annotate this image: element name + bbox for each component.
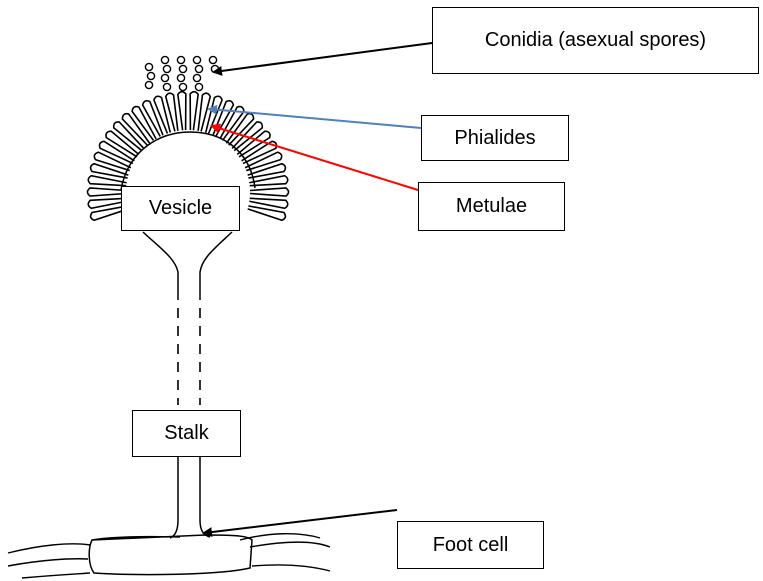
substrate-hyphae — [8, 534, 330, 578]
conidium — [177, 74, 184, 81]
phialide-loop — [248, 206, 286, 220]
foot-cell-label-text: Foot cell — [433, 534, 509, 557]
stalk-upper — [143, 232, 232, 300]
vesicle-label: Vesicle — [121, 186, 240, 231]
vesicle-label-text: Vesicle — [149, 197, 212, 220]
conidia-arrow — [214, 43, 432, 72]
conidium — [145, 63, 152, 70]
stalk-lower — [170, 456, 210, 538]
conidium — [161, 74, 168, 81]
conidium — [195, 65, 202, 72]
conidium — [161, 56, 168, 63]
stalk-dashed — [178, 308, 200, 405]
conidium — [195, 83, 202, 90]
phialide-loop — [250, 188, 289, 196]
phialides-label: Phialides — [421, 115, 569, 161]
conidium — [163, 65, 170, 72]
conidia-label: Conidia (asexual spores) — [432, 7, 759, 74]
phialide-loop — [248, 164, 286, 178]
conidia-chains — [145, 56, 218, 90]
phialide-loop — [91, 164, 129, 178]
metulae-label-text: Metulae — [456, 195, 527, 218]
phialide-loop — [178, 92, 186, 131]
conidium — [179, 83, 186, 90]
conidium — [179, 65, 186, 72]
phialides-arrow — [209, 109, 421, 128]
foot-cell-label: Foot cell — [397, 521, 544, 569]
vesicle — [121, 132, 255, 190]
phialides-label-text: Phialides — [454, 127, 535, 150]
conidium — [193, 74, 200, 81]
conidia-label-text: Conidia (asexual spores) — [485, 29, 706, 52]
conidium — [177, 56, 184, 63]
conidium — [209, 56, 216, 63]
conidium — [163, 83, 170, 90]
stalk-label: Stalk — [132, 410, 241, 457]
stalk-label-text: Stalk — [164, 422, 208, 445]
phialide-loop — [166, 93, 178, 131]
metulae-label: Metulae — [418, 182, 565, 231]
conidium — [193, 56, 200, 63]
foot-cell-arrow — [204, 510, 397, 533]
metulae-arrow — [212, 126, 418, 190]
conidium — [147, 72, 154, 79]
phialide-loop — [198, 93, 210, 131]
conidium — [145, 81, 152, 88]
foot-cell — [89, 535, 252, 575]
phialide-loop — [190, 92, 198, 131]
